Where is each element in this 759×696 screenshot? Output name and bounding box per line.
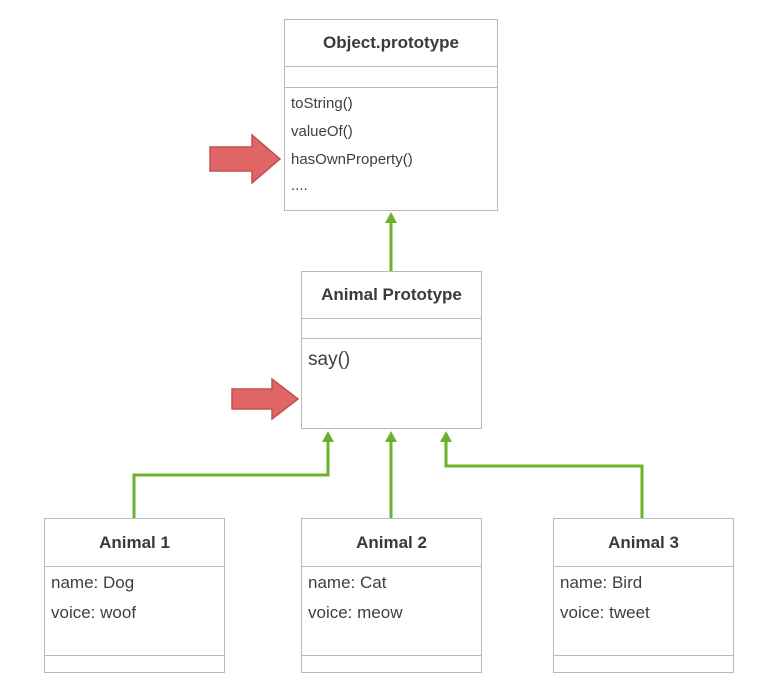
animal-2-properties: name: Cat voice: meow bbox=[302, 567, 481, 656]
pointer-arrow-shape bbox=[231, 377, 300, 421]
animal-2-methods bbox=[302, 656, 481, 672]
animal-2-name: name: Cat bbox=[308, 573, 387, 592]
animal-1-voice: voice: woof bbox=[51, 603, 137, 622]
animal-1-title: Animal 1 bbox=[45, 519, 224, 567]
method-valueof: valueOf() bbox=[291, 123, 353, 140]
animal-2-box: Animal 2 name: Cat voice: meow bbox=[301, 518, 482, 673]
method-hasownproperty: hasOwnProperty() bbox=[291, 151, 413, 168]
arrowhead-animal-2 bbox=[385, 431, 397, 442]
pointer-arrow-icon bbox=[209, 133, 282, 185]
method-tostring: toString() bbox=[291, 95, 353, 112]
object-prototype-methods: toString() valueOf() hasOwnProperty() ..… bbox=[285, 88, 497, 210]
method-ellipsis: .... bbox=[291, 177, 308, 194]
arrowhead-animal-1 bbox=[322, 431, 334, 442]
animal-1-methods bbox=[45, 656, 224, 672]
object-prototype-box: Object.prototype toString() valueOf() ha… bbox=[284, 19, 498, 211]
animal-prototype-box: Animal Prototype say() bbox=[301, 271, 482, 429]
animal-prototype-title: Animal Prototype bbox=[302, 272, 481, 319]
arrowhead-object-prototype bbox=[385, 212, 397, 223]
animal-prototype-fields bbox=[302, 319, 481, 339]
object-prototype-fields bbox=[285, 67, 497, 88]
animal-1-properties: name: Dog voice: woof bbox=[45, 567, 224, 656]
animal-1-name: name: Dog bbox=[51, 573, 135, 592]
animal-3-name: name: Bird bbox=[560, 573, 643, 592]
animal-3-voice: voice: tweet bbox=[560, 603, 650, 622]
connector-lines bbox=[132, 212, 644, 518]
animal-3-title: Animal 3 bbox=[554, 519, 733, 567]
animal-3-box: Animal 3 name: Bird voice: tweet bbox=[553, 518, 734, 673]
connector-animal-3 bbox=[444, 441, 644, 518]
pointer-arrow-shape bbox=[209, 133, 282, 185]
object-prototype-title: Object.prototype bbox=[285, 20, 497, 67]
animal-2-title: Animal 2 bbox=[302, 519, 481, 567]
pointer-arrow-icon bbox=[231, 377, 300, 421]
animal-prototype-methods: say() bbox=[302, 339, 481, 428]
animal-2-voice: voice: meow bbox=[308, 603, 403, 622]
method-say: say() bbox=[308, 349, 351, 370]
animal-3-properties: name: Bird voice: tweet bbox=[554, 567, 733, 656]
animal-1-box: Animal 1 name: Dog voice: woof bbox=[44, 518, 225, 673]
animal-3-methods bbox=[554, 656, 733, 672]
arrowhead-animal-3 bbox=[440, 431, 452, 442]
connector-animal-1 bbox=[132, 441, 330, 518]
